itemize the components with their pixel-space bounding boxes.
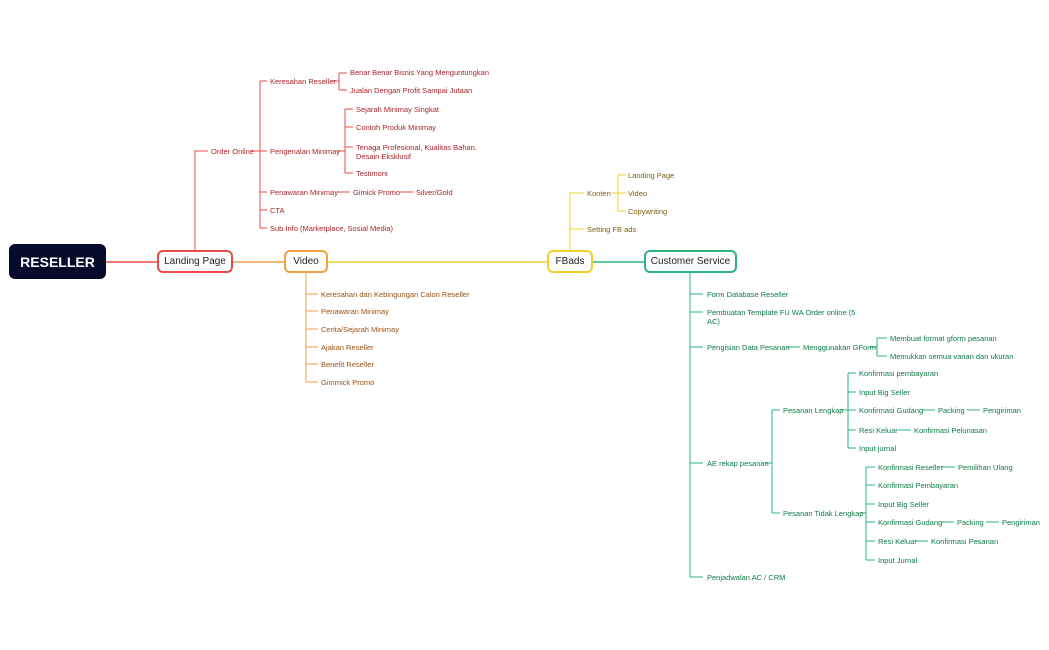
node-konten-child[interactable]: Copywriting [628, 207, 668, 216]
node-video-item[interactable]: Cerita/Sejarah Minimay [321, 325, 399, 334]
node-gform-child[interactable]: Memukkan semua varian dan ukuran [890, 352, 1014, 361]
node-keresahan-reseller[interactable]: Keresahan Reseller [270, 77, 336, 86]
video-branch-lines [305, 273, 318, 383]
node-silver-gold[interactable]: Silver/Gold [416, 188, 453, 197]
node-konfirmasi-pesanan[interactable]: Konfirmasi Pesanan [931, 537, 999, 546]
node-video-item[interactable]: Penawaran Minimay [321, 307, 389, 316]
node-input-big-seller[interactable]: Input Big Seller [859, 388, 910, 397]
node-pengisian-data[interactable]: Pengisian Data Pesanan [707, 343, 790, 352]
node-cta[interactable]: CTA [270, 206, 285, 215]
node-video[interactable]: Video [284, 250, 328, 273]
node-penawaran-minimay[interactable]: Penawaran Minimay [270, 188, 338, 197]
node-menggunakan-gform[interactable]: Menggunakan GForm [803, 343, 876, 352]
node-konten-child[interactable]: Video [628, 189, 648, 198]
node-form-database[interactable]: Form Database Reseller [707, 290, 789, 299]
root-node-reseller[interactable]: RESELLER [9, 244, 106, 279]
node-pengenalan-child[interactable]: Sejarah Minimay Singkat [356, 105, 439, 114]
node-order-online[interactable]: Order Online [211, 147, 254, 156]
node-pemilihan-ulang[interactable]: Pemilihan Ulang [958, 463, 1013, 472]
node-keresahan-child[interactable]: Jualan Dengan Profit Sampai Jutaan [350, 86, 473, 95]
node-konfirmasi-pelunasan[interactable]: Konfirmasi Pelunasan [914, 426, 987, 435]
node-konfirmasi-pembayaran[interactable]: Konfirmasi pembayaran [859, 369, 939, 378]
node-gimick-promo[interactable]: Gimick Promo [353, 188, 401, 197]
node-fbads[interactable]: FBads [547, 250, 593, 273]
node-pembuatan-template[interactable]: Pembuatan Template FU WA Order online (5… [707, 308, 856, 326]
node-customer-service[interactable]: Customer Service [644, 250, 737, 273]
node-konfirmasi-gudang[interactable]: Konfirmasi Gudang [859, 406, 924, 415]
node-gform-child[interactable]: Membuat format gform pesanan [890, 334, 997, 343]
node-input-jurnal-2[interactable]: Input Jurnal [878, 556, 918, 565]
node-pesanan-tidak-lengkap[interactable]: Pesanan Tidak Lengkap [783, 509, 864, 518]
landing-page-label: Landing Page [164, 256, 226, 267]
node-konfirmasi-gudang-2[interactable]: Konfirmasi Gudang [878, 518, 943, 527]
node-input-jurnal[interactable]: Input jurnal [859, 444, 897, 453]
node-pengenalan-child[interactable]: Tenaga Profesional, Kualitas Bahan, Desa… [356, 143, 477, 161]
node-video-item[interactable]: Ajakan Reseller [321, 343, 374, 352]
node-landing-page[interactable]: Landing Page [157, 250, 233, 273]
node-ae-rekap[interactable]: AE rekap pesanan [707, 459, 769, 468]
node-resi-keluar[interactable]: Resi Keluar [859, 426, 898, 435]
node-pengenalan-child[interactable]: Testimoni [356, 169, 388, 178]
node-konten-child[interactable]: Landing Page [628, 171, 675, 180]
node-video-item[interactable]: Gimmick Promo [321, 378, 375, 387]
fbads-label: FBads [555, 256, 585, 267]
node-pengenalan-child[interactable]: Contoh Produk Minimay [356, 123, 437, 132]
node-konten[interactable]: Konten [587, 189, 611, 198]
node-video-item[interactable]: Benefit Reseller [321, 360, 374, 369]
node-penjadwalan[interactable]: Penjadwalan AC / CRM [707, 573, 786, 582]
root-label: RESELLER [20, 253, 95, 270]
node-pengiriman[interactable]: Pengiriman [983, 406, 1021, 415]
node-packing[interactable]: Packing [938, 406, 965, 415]
node-pengiriman-2[interactable]: Pengiriman [1002, 518, 1040, 527]
node-pesanan-lengkap[interactable]: Pesanan Lengkap [783, 406, 844, 415]
customer-service-label: Customer Service [650, 256, 731, 267]
node-input-big-seller-2[interactable]: Input Big Seller [878, 500, 929, 509]
node-video-item[interactable]: Keresahan dan Kebingungan Calon Reseller [321, 290, 470, 299]
node-keresahan-child[interactable]: Benar Benar Bisnis Yang Menguntungkan [350, 68, 489, 77]
fbads-branch-lines [569, 174, 626, 250]
node-pengenalan-minimay[interactable]: Pengenalan Minimay [270, 147, 341, 156]
node-packing-2[interactable]: Packing [957, 518, 984, 527]
node-setting-fb-ads[interactable]: Setting FB ads [587, 225, 637, 234]
landing-branch-lines [194, 72, 413, 250]
node-sub-info[interactable]: Sub Info (Marketplace, Sosial Media) [270, 224, 393, 233]
video-label: Video [293, 256, 319, 267]
node-konfirmasi-reseller[interactable]: Konfirmasi Reseller [878, 463, 944, 472]
node-konfirmasi-pembayaran-2[interactable]: Konfirmasi Pembayaran [878, 481, 959, 490]
node-resi-keluar-2[interactable]: Resi Keluar [878, 537, 917, 546]
cs-branch-lines [689, 273, 999, 578]
